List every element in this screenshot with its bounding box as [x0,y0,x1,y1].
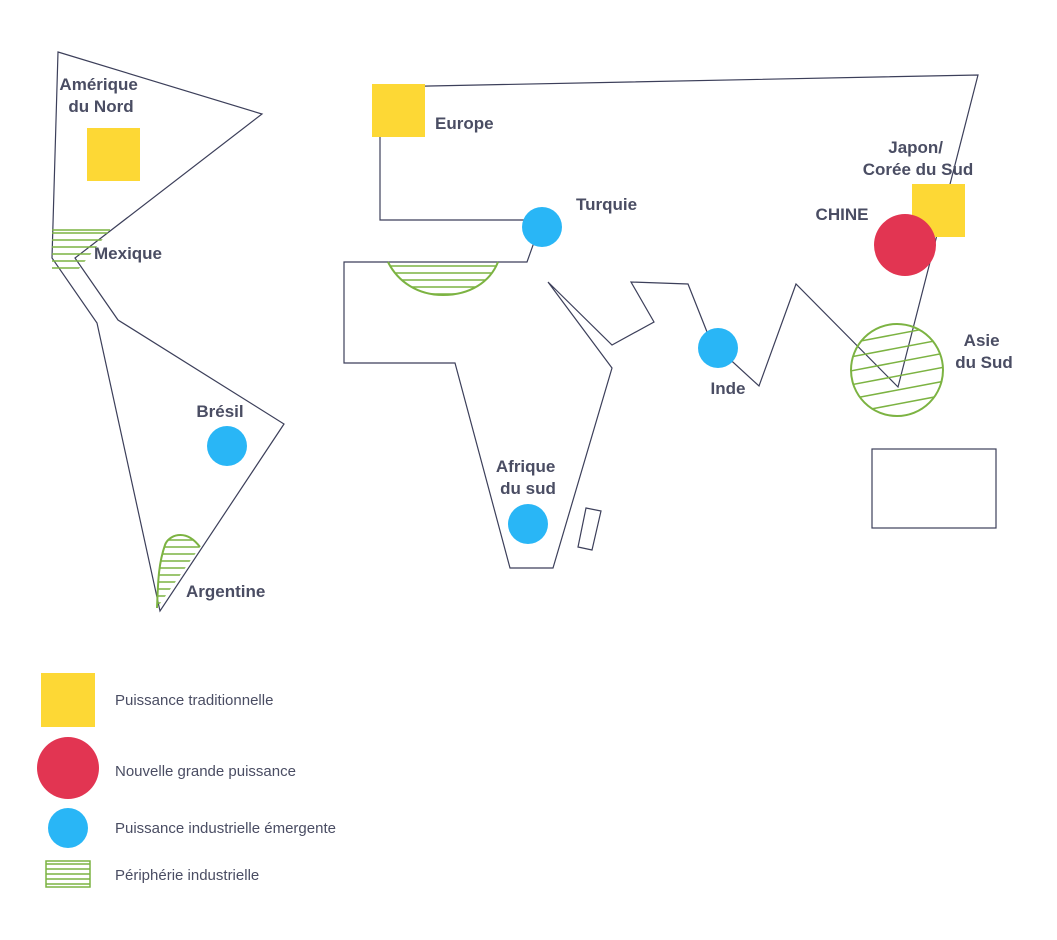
madagascar-outline [577,507,602,551]
north-africa-zone-edge [387,261,499,297]
europe-traditional-power-marker [372,84,425,137]
south-asia-hatch-line [851,379,943,401]
continent-outlines [51,51,997,613]
brazil-emerging-power-marker [207,426,247,466]
label-north-america: Amérique du Nord [59,75,142,116]
south-asia-hatched-zone [850,323,944,417]
legend-item-periphery: Périphérie industrielle [45,860,259,888]
north-africa-hatched-zone [387,261,499,297]
legend-item-new-power: Nouvelle grande puissance [37,737,296,799]
legend: Puissance traditionnelle Nouvelle grande… [37,673,336,888]
china-new-power-marker [874,214,936,276]
label-south-asia: Asie du Sud [955,331,1013,372]
yellow-square-icon [41,673,95,727]
americas-outline [51,51,285,613]
legend-label-traditional: Puissance traditionnelle [115,692,273,709]
south-asia-hatch-line [851,324,943,331]
legend-label-periphery: Périphérie industrielle [115,867,259,884]
legend-item-emerging: Puissance industrielle émergente [48,808,336,848]
label-argentina: Argentine [186,582,265,601]
label-brazil: Brésil [196,402,243,421]
turkey-emerging-power-marker [522,207,562,247]
legend-item-traditional: Puissance traditionnelle [41,673,273,727]
south-africa-emerging-power-marker [508,504,548,544]
label-mexico: Mexique [94,244,162,263]
india-emerging-power-marker [698,328,738,368]
periphery-zones [52,229,944,609]
map-labels: Amérique du Nord Mexique Brésil Argentin… [59,75,1012,601]
south-asia-hatch-line [851,351,943,373]
legend-label-new-power: Nouvelle grande puissance [115,763,296,780]
label-japan-korea: Japon/ Corée du Sud [863,138,974,179]
map-markers [87,84,965,544]
label-south-africa: Afrique du sud [496,457,560,498]
blue-circle-icon [48,808,88,848]
south-asia-zone-edge [850,323,944,417]
green-hatched-icon [45,860,91,888]
label-china: CHINE [816,205,869,224]
south-asia-hatch-line [851,407,943,416]
label-europe: Europe [435,114,494,133]
red-circle-icon [37,737,99,799]
label-india: Inde [711,379,746,398]
south-asia-hatch-line [851,365,943,387]
australia-outline [871,448,997,529]
north-america-traditional-power-marker [87,128,140,181]
label-turkey: Turquie [576,195,637,214]
legend-label-emerging: Puissance industrielle émergente [115,820,336,837]
eurasia-africa-outline [343,74,979,569]
argentina-zone-edge [156,534,201,609]
